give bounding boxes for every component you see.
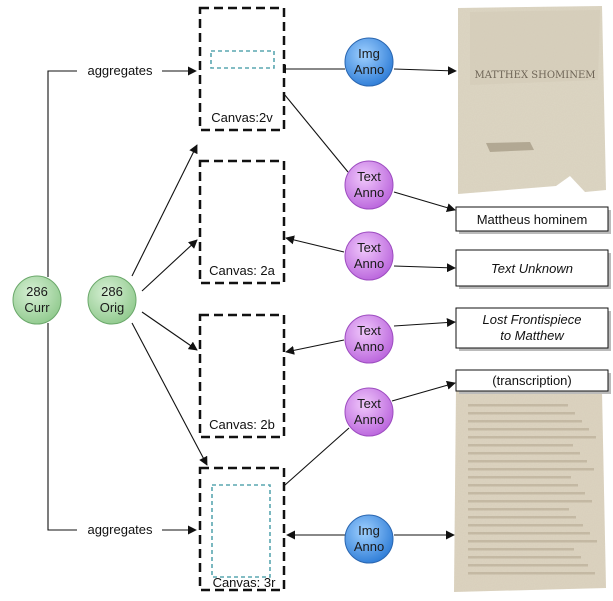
text-anno-4: Text Anno	[344, 387, 394, 437]
canvas-2b: Canvas: 2b	[198, 313, 286, 439]
svg-text:Anno: Anno	[354, 185, 384, 200]
arrow-text-anno-4-body	[391, 380, 456, 402]
arrow-text-anno-2-canvas	[285, 235, 345, 253]
img-anno-bottom: Img Anno	[344, 514, 394, 564]
text-box-lost-frontispiece: Lost Frontispiece to Matthew	[455, 307, 611, 351]
svg-text:286: 286	[26, 284, 48, 299]
arrow-text-anno-3-canvas	[285, 339, 345, 355]
edges	[47, 64, 457, 540]
text-anno-1: Text Anno	[344, 160, 394, 210]
text-anno-2: Text Anno	[344, 231, 394, 281]
arrow-text-anno-3-body	[393, 318, 456, 328]
arrow-text-anno-1-body	[393, 191, 456, 213]
svg-text:Text: Text	[357, 396, 381, 411]
svg-text:Mattheus hominem: Mattheus hominem	[477, 212, 588, 227]
canvas-3r: Canvas: 3r	[198, 466, 286, 592]
svg-text:Text: Text	[357, 240, 381, 255]
manuscript-image-top: MATTHEX SHOMINEM	[458, 6, 606, 194]
svg-text:286: 286	[101, 284, 123, 299]
arrow-orig-2b	[141, 311, 198, 351]
curr-bracket-top	[47, 70, 77, 277]
node-286-curr: 286 Curr	[12, 275, 62, 325]
svg-text:Anno: Anno	[354, 62, 384, 77]
canvas-3r-label: Canvas: 3r	[213, 575, 277, 590]
svg-text:Anno: Anno	[354, 339, 384, 354]
svg-text:Text: Text	[357, 323, 381, 338]
image-caption-text: MATTHEX SHOMINEM	[474, 70, 595, 81]
canvas-2b-label: Canvas: 2b	[209, 417, 275, 432]
manuscript-image-bottom	[454, 390, 606, 592]
canvas-2v: Canvas:2v	[198, 6, 286, 132]
aggregates-label-top: aggregates	[87, 63, 153, 78]
canvas-2a-label: Canvas: 2a	[209, 263, 276, 278]
canvas-2a: Canvas: 2a	[198, 159, 286, 285]
text-box-transcription: (transcription)	[455, 369, 611, 394]
canvas-2v-label: Canvas:2v	[211, 110, 273, 125]
canvas-2v-region	[210, 50, 275, 69]
img-anno-top: Img Anno	[344, 37, 394, 87]
svg-text:Orig: Orig	[100, 300, 125, 315]
svg-text:to Matthew: to Matthew	[500, 328, 565, 343]
svg-text:Anno: Anno	[354, 539, 384, 554]
arrow-img-anno-top-image	[393, 66, 457, 76]
arrow-orig-2a	[141, 239, 198, 292]
svg-text:Img: Img	[358, 46, 380, 61]
svg-text:Text: Text	[357, 169, 381, 184]
svg-text:Lost Frontispiece: Lost Frontispiece	[483, 312, 582, 327]
svg-text:Anno: Anno	[354, 256, 384, 271]
canvas-3r-region	[211, 484, 271, 578]
arrow-text-anno-2-body	[393, 263, 456, 273]
svg-text:Img: Img	[358, 523, 380, 538]
text-box-mattheus: Mattheus hominem	[455, 206, 611, 234]
text-anno-3: Text Anno	[344, 314, 394, 364]
node-286-orig: 286 Orig	[87, 275, 137, 325]
svg-text:Anno: Anno	[354, 412, 384, 427]
text-box-unknown: Text Unknown	[455, 249, 611, 289]
svg-text:Curr: Curr	[24, 300, 50, 315]
svg-text:(transcription): (transcription)	[492, 373, 571, 388]
arrow-orig-2v	[131, 144, 198, 277]
svg-text:Text Unknown: Text Unknown	[491, 261, 573, 276]
arrow-orig-3r	[131, 322, 208, 466]
aggregates-label-bottom: aggregates	[87, 522, 153, 537]
arrow-text-anno-4-region	[275, 427, 350, 494]
curr-bracket-bottom	[47, 323, 77, 531]
